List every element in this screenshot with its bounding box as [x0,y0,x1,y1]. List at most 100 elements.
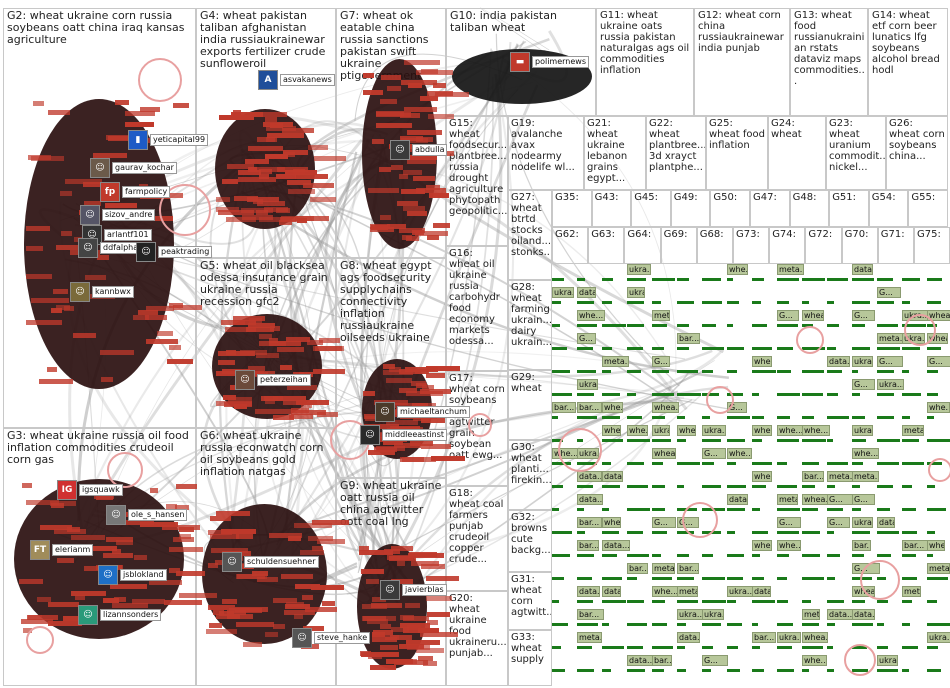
tile: whe... [802,655,828,666]
graph-node[interactable]: ☺jsblokland [98,565,167,585]
graph-node[interactable]: ☺lizannsonders [78,605,162,625]
group-g24[interactable]: G24: wheat [768,116,826,190]
graph-node[interactable]: ☺abdulla [390,140,448,160]
tile-bar [927,646,939,649]
group-g31[interactable]: G31: wheat corn agtwitt... [508,572,552,630]
graph-node[interactable]: ☺gaurav_kochar [90,158,177,178]
group-g27[interactable]: G27: wheat btrtd stocks oiland... stonks… [508,190,552,280]
group-g19[interactable]: G19: avalanche avax nodearmy nodelife wl… [508,116,584,190]
graph-node[interactable]: ☺javierblas [380,580,447,600]
mini-group[interactable]: G69: [660,227,697,264]
group-g33[interactable]: G33: wheat supply [508,630,552,686]
graph-node[interactable]: ☺kannbwx [70,282,134,302]
tile-bar [727,623,742,626]
group-g23[interactable]: G23: wheat uranium commodit... nickel... [826,116,886,190]
mini-group[interactable]: G55: [908,190,948,227]
graph-node[interactable]: ☺peaktrading [136,242,213,262]
node-tag [421,385,435,391]
node-avatar-icon: fp [100,182,120,202]
mini-group[interactable]: G49: [670,190,711,227]
highlight-ring [682,502,718,538]
group-g12[interactable]: G12: wheat corn china russiaukrainewar i… [694,8,790,116]
mini-group[interactable]: G64: [624,227,661,264]
group-g22[interactable]: G22: wheat plantbree... 3d xrayct plantp… [646,116,706,190]
mini-group[interactable]: G75: [914,227,950,264]
mini-group[interactable]: G62: [552,227,589,264]
tile-bar [577,623,599,626]
mini-group[interactable]: G74: [769,227,806,264]
mini-group[interactable]: G48: [789,190,830,227]
node-tag [146,339,179,345]
group-g30[interactable]: G30: wheat planti... firekin... [508,440,552,510]
tile-bar [927,416,934,419]
tile-bar [602,301,613,304]
tile-bar [627,577,637,580]
mini-group[interactable]: G47: [750,190,790,227]
graph-node[interactable]: ▬polimernews [510,52,589,72]
graph-node[interactable]: ☺ddfalpha [78,238,142,258]
mini-group[interactable]: G50: [710,190,750,227]
tile-bar [777,577,788,580]
group-g29[interactable]: G29: wheat [508,370,552,440]
graph-node[interactable]: ☺schuldensuehner [222,552,319,572]
group-g25[interactable]: G25: wheat food inflation [706,116,768,190]
group-g11[interactable]: G11: wheat ukraine oats russia pakistan … [596,8,694,116]
graph-node[interactable]: ☺sizov_andre [80,205,156,225]
mini-group[interactable]: G45: [631,190,671,227]
mini-group[interactable]: G43: [591,190,632,227]
edge [365,73,503,607]
group-g21[interactable]: G21: wheat ukraine lebanon grains egypt.… [584,116,646,190]
tile-bar [927,347,942,350]
graph-node[interactable]: ☺michaeltanchum [375,402,470,422]
mini-group[interactable]: G63: [588,227,625,264]
tile-bar [627,416,643,419]
graph-node[interactable]: ☺peterzeihan [235,370,311,390]
group-g26[interactable]: G26: wheat corn soybeans china... [886,116,948,190]
mini-group[interactable]: G54: [868,190,909,227]
tile-bar [677,301,694,304]
tile: bar... [577,609,604,620]
mini-group[interactable]: G70: [841,227,878,264]
group-g16[interactable]: G16: wheat oil ukraine russia carbohydr … [446,246,508,371]
tile-bar [877,462,900,465]
tile: ukra... [702,425,726,436]
tile: whe... [727,448,752,459]
group-g28[interactable]: G28: wheat farming ukrain... dairy ukrai… [508,280,552,370]
tile-bar [927,278,943,281]
tile-bar [927,577,949,580]
group-g13[interactable]: G13: wheat food russianukrainian rstats … [790,8,868,116]
node-tag [84,545,117,551]
node-tag [235,573,267,579]
edge [276,44,519,546]
graph-node[interactable]: ☺ole_s_hansen [106,505,188,525]
mini-group-label: G69: [663,229,688,240]
graph-node[interactable]: ☺middleeastinst [360,425,448,445]
graph-node[interactable]: ☺steve_hanke [292,628,371,648]
group-g18[interactable]: G18: wheat coal farmers punjab crudeoil … [446,486,508,591]
mini-group[interactable]: G51: [829,190,869,227]
tile-bar [877,324,898,327]
group-g20[interactable]: G20: wheat ukraine food ukraineru... pun… [446,591,508,686]
node-tag [299,550,324,556]
mini-group[interactable]: G71: [877,227,914,264]
group-g32[interactable]: G32: browns cute backg... [508,510,552,572]
mini-group[interactable]: G68: [696,227,733,264]
tile-bar [927,439,950,442]
mini-group[interactable]: G73: [733,227,770,264]
node-tag [225,216,256,222]
mini-group[interactable]: G72: [805,227,842,264]
group-g15[interactable]: G15: wheat foodsecur... plantbree... rus… [446,116,508,246]
mini-group[interactable]: G35: [552,190,592,227]
node-tag [432,222,451,228]
node-tag [403,169,422,175]
graph-node[interactable]: ▮yeticapital99 [128,130,209,150]
group-g14[interactable]: G14: wheat etf corn beer lunatics lfg so… [868,8,948,116]
node-tag [167,359,194,365]
tile-bar [552,485,564,488]
tile: ukra... [652,425,671,436]
tile-bar [552,278,564,281]
